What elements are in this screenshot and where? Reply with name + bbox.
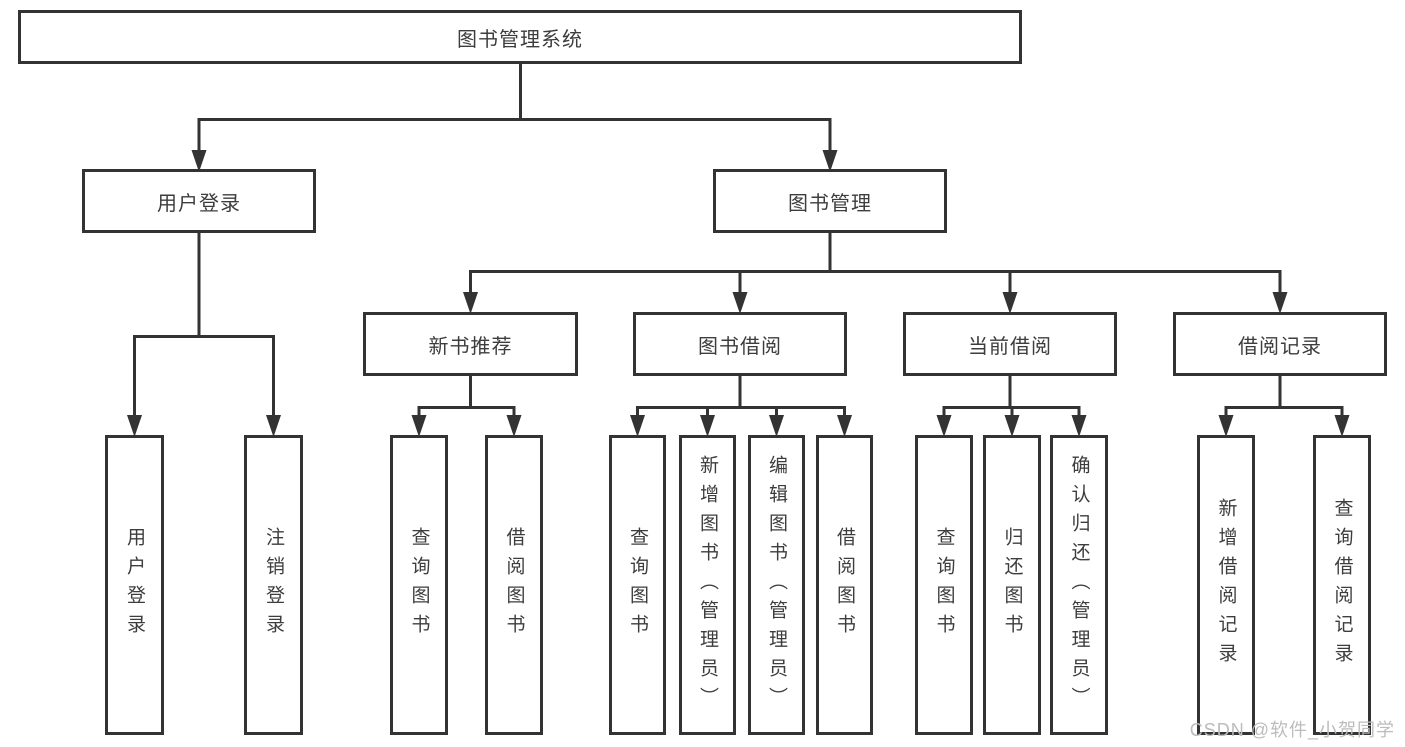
node-leaf-query-books-1-label: 查询图书 <box>408 527 430 643</box>
node-book-borrowing: 图书借阅 <box>633 312 847 376</box>
node-new-book-recommend-label: 新书推荐 <box>428 335 513 358</box>
node-leaf-logout-label: 注销登录 <box>263 527 284 643</box>
arrowhead-icons <box>127 150 1350 437</box>
node-leaf-add-books-admin: 新增图书（管理员） <box>679 435 736 735</box>
arrow-down-icon <box>769 415 784 437</box>
arrow-down-icon <box>1004 415 1020 437</box>
node-library-system-label: 图书管理系统 <box>457 28 583 51</box>
node-leaf-edit-books-admin-label: 编辑图书（管理员） <box>766 454 787 716</box>
arrow-down-icon <box>463 292 478 314</box>
node-borrowing-records: 借阅记录 <box>1173 312 1387 376</box>
arrow-down-icon <box>630 415 645 437</box>
node-current-borrowing-label: 当前借阅 <box>968 335 1052 358</box>
node-leaf-add-borrow-record-label: 新增借阅记录 <box>1215 498 1237 672</box>
node-leaf-user-login: 用户登录 <box>105 435 164 735</box>
node-leaf-borrow-books-1: 借阅图书 <box>485 435 543 735</box>
arrow-down-icon <box>191 150 207 172</box>
arrow-down-icon <box>732 292 748 314</box>
node-leaf-logout: 注销登录 <box>244 435 303 735</box>
node-library-system: 图书管理系统 <box>18 10 1022 64</box>
node-leaf-query-borrow-record-label: 查询借阅记录 <box>1331 498 1353 672</box>
node-current-borrowing: 当前借阅 <box>903 312 1117 376</box>
node-leaf-borrow-books-1-label: 借阅图书 <box>503 527 525 643</box>
node-leaf-user-login-label: 用户登录 <box>124 527 145 643</box>
arrow-down-icon <box>1218 415 1234 437</box>
arrow-down-icon <box>936 415 952 437</box>
node-leaf-confirm-return-admin: 确认归还（管理员） <box>1050 435 1108 735</box>
node-borrowing-records-label: 借阅记录 <box>1238 335 1322 358</box>
node-leaf-query-books-3: 查询图书 <box>915 435 973 735</box>
node-leaf-query-books-1: 查询图书 <box>390 435 448 735</box>
arrow-down-icon <box>837 415 852 437</box>
node-book-management: 图书管理 <box>713 169 947 233</box>
arrow-down-icon <box>1334 415 1350 437</box>
arrow-down-icon <box>506 415 522 437</box>
node-leaf-query-books-3-label: 查询图书 <box>933 527 955 643</box>
node-user-login-label: 用户登录 <box>157 192 241 215</box>
node-leaf-return-books-label: 归还图书 <box>1001 527 1023 643</box>
csdn-watermark: CSDN @软件_小贺同学 <box>1189 720 1395 740</box>
arrow-down-icon <box>822 150 838 172</box>
node-user-login: 用户登录 <box>82 169 316 233</box>
node-leaf-borrow-books-2-label: 借阅图书 <box>834 527 855 643</box>
node-leaf-confirm-return-admin-label: 确认归还（管理员） <box>1068 454 1090 716</box>
node-leaf-query-books-2-label: 查询图书 <box>627 527 648 643</box>
node-book-borrowing-label: 图书借阅 <box>698 335 782 358</box>
node-book-management-label: 图书管理 <box>788 192 872 215</box>
arrow-down-icon <box>1002 292 1018 314</box>
node-leaf-add-borrow-record: 新增借阅记录 <box>1197 435 1255 735</box>
node-new-book-recommend: 新书推荐 <box>363 312 578 376</box>
arrow-down-icon <box>1071 415 1087 437</box>
node-leaf-edit-books-admin: 编辑图书（管理员） <box>748 435 805 735</box>
connector-lines <box>133 62 1344 418</box>
arrow-down-icon <box>127 415 142 437</box>
arrow-down-icon <box>1272 292 1288 314</box>
arrow-down-icon <box>411 415 427 437</box>
node-leaf-borrow-books-2: 借阅图书 <box>816 435 873 735</box>
node-leaf-query-books-2: 查询图书 <box>609 435 666 735</box>
arrow-down-icon <box>700 415 715 437</box>
arrow-down-icon <box>266 415 281 437</box>
node-leaf-return-books: 归还图书 <box>983 435 1041 735</box>
node-leaf-add-books-admin-label: 新增图书（管理员） <box>697 454 718 716</box>
node-leaf-query-borrow-record: 查询借阅记录 <box>1313 435 1371 735</box>
